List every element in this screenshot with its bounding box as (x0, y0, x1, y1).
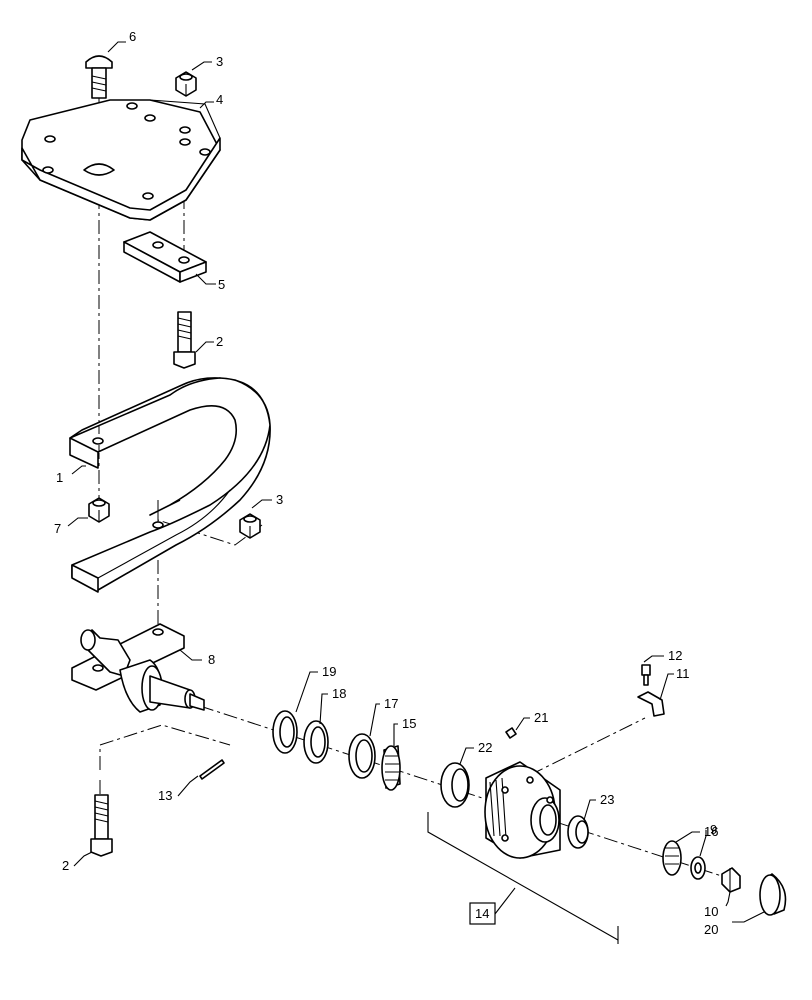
retainer-11 (637, 691, 665, 717)
bearing-cup-22 (440, 762, 470, 808)
callout-9: 9 (710, 822, 717, 837)
grease-fitting-21 (505, 727, 517, 739)
leader-lines (67, 41, 765, 944)
callout-12: 12 (668, 648, 682, 663)
callout-11: 11 (676, 666, 690, 681)
callout-2-lower: 2 (62, 858, 69, 873)
callout-4: 4 (216, 92, 223, 107)
callout-13: 13 (158, 788, 172, 803)
callout-16: 16 (704, 824, 718, 839)
spindle-8 (71, 623, 205, 713)
callout-7: 7 (54, 521, 61, 536)
mounting-plate-4 (21, 99, 221, 221)
seal-19 (272, 710, 298, 754)
callout-3-middle: 3 (276, 492, 283, 507)
hex-bolt-2-lower (90, 794, 113, 857)
washer-9 (690, 856, 706, 880)
dust-cap-20 (759, 873, 787, 916)
callout-1: 1 (56, 470, 63, 485)
callout-23: 23 (600, 792, 614, 807)
callout-22: 22 (478, 740, 492, 755)
callout-numbers: 6 3 4 5 2 1 7 3 8 19 18 17 15 21 22 23 1… (54, 29, 718, 937)
callout-2-upper: 2 (216, 334, 223, 349)
screw-12 (641, 664, 651, 686)
bearing-cup-23 (567, 815, 589, 849)
callout-21: 21 (534, 710, 548, 725)
hex-bolt-2-upper (173, 311, 196, 369)
hub-14 (484, 761, 561, 859)
callout-14: 14 (475, 906, 489, 921)
callout-17: 17 (384, 696, 398, 711)
callout-20: 20 (704, 922, 718, 937)
lock-nut-3-middle (239, 513, 261, 539)
callout-6: 6 (129, 29, 136, 44)
seal-18 (303, 720, 329, 764)
lock-nut-3-top (175, 71, 197, 97)
callout-15: 15 (402, 716, 416, 731)
bearing-cone-15 (381, 745, 401, 791)
bearing-cone-16 (662, 840, 682, 876)
u-shaped-mount-1 (69, 377, 271, 593)
carriage-bolt-6 (85, 55, 113, 99)
castle-nut-10 (721, 867, 741, 893)
callout-box-14 (469, 902, 496, 925)
lock-nut-7 (88, 497, 110, 523)
cotter-pin-13 (199, 759, 225, 780)
seal-17 (348, 733, 376, 779)
callout-3-top: 3 (216, 54, 223, 69)
callout-5: 5 (218, 277, 225, 292)
callout-19: 19 (322, 664, 336, 679)
callout-8: 8 (208, 652, 215, 667)
callout-18: 18 (332, 686, 346, 701)
callout-10: 10 (704, 904, 718, 919)
spacer-block-5 (123, 231, 207, 283)
